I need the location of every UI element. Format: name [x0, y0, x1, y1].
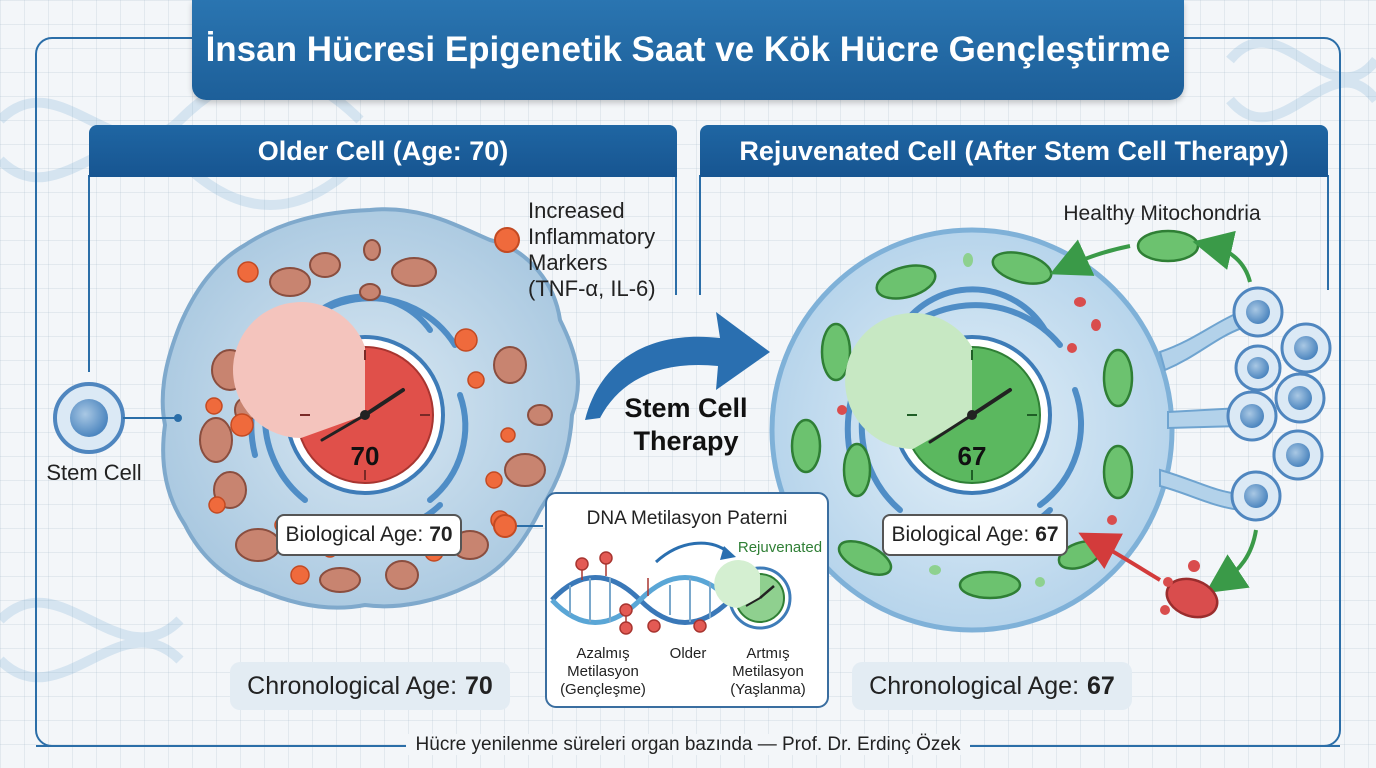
- therapy-arrow: [585, 312, 770, 420]
- older-chronological-age-label: Chronological Age:: [247, 671, 458, 700]
- stem-cell-icon: [53, 382, 182, 454]
- dna-box-title: DNA Metilasyon Paterni: [587, 508, 788, 529]
- rejuvenated-biological-age-value: 67: [1035, 523, 1059, 546]
- dna-methylation-box: [545, 492, 829, 708]
- page-title: İnsan Hücresi Epigenetik Saat ve Kök Hüc…: [192, 0, 1184, 100]
- older-biological-age: Biological Age: 70: [276, 514, 462, 556]
- mini-green-clock: [714, 560, 792, 630]
- dna-right-caption: Artmış Metilasyon (Yaşlanma): [730, 645, 806, 698]
- footer-text: Hücre yenilenme süreleri organ bazında —…: [405, 734, 971, 755]
- rejuvenated-chronological-age: Chronological Age: 67: [852, 662, 1132, 710]
- svg-text:(Yaşlanma): (Yaşlanma): [730, 681, 806, 698]
- therapy-label-line1: Stem Cell: [624, 393, 748, 423]
- rejuvenated-biological-age: Biological Age: 67: [882, 514, 1068, 556]
- dna-helix: [550, 575, 732, 625]
- dna-rungs: [569, 578, 711, 622]
- rejuvenated-cell-header: Rejuvenated Cell (After Stem Cell Therap…: [700, 125, 1328, 177]
- older-biological-age-value: 70: [429, 523, 453, 546]
- panel-outlines: [88, 175, 1329, 372]
- svg-text:Metilasyon: Metilasyon: [732, 663, 804, 680]
- green-particles: [929, 253, 1045, 587]
- svg-text:(Gençleşme): (Gençleşme): [560, 681, 646, 698]
- dna-left-caption: Azalmış Metilasyon (Gençleşme): [560, 645, 646, 698]
- footer-credit: Hücre yenilenme süreleri organ bazında —…: [0, 734, 1376, 756]
- svg-text:Inflammatory: Inflammatory: [528, 224, 655, 249]
- healthy-mitochondria-label: Healthy Mitochondria: [1063, 202, 1261, 225]
- rejuvenated-chronological-age-label: Chronological Age:: [869, 671, 1080, 700]
- dna-rejuvenated-arrow: [654, 541, 729, 564]
- older-chronological-age: Chronological Age: 70: [230, 662, 510, 710]
- svg-text:Azalmış: Azalmış: [576, 645, 629, 662]
- older-clock-value: 70: [351, 441, 380, 471]
- dna-rejuvenated-label: Rejuvenated: [738, 539, 822, 556]
- rejuvenated-clock-value: 67: [958, 441, 987, 471]
- stem-to-damaged-arrow: [1205, 529, 1258, 594]
- stem-cell-cluster: [1226, 286, 1332, 522]
- therapy-label-line2: Therapy: [633, 426, 739, 456]
- mitochondria-arrow-in: [1049, 239, 1131, 276]
- older-biological-age-label: Biological Age:: [285, 523, 424, 546]
- inflammatory-markers-label: Increased Inflammatory Markers (TNF-α, I…: [528, 198, 656, 301]
- dna-middle-caption: Older: [670, 645, 707, 662]
- removed-mitochondrion-icon: [1165, 577, 1219, 619]
- svg-text:Artmış: Artmış: [746, 645, 789, 662]
- stem-to-mito-arrow: [1192, 230, 1252, 283]
- rejuvenated-biological-age-label: Biological Age:: [891, 523, 1030, 546]
- older-chronological-age-value: 70: [465, 671, 493, 700]
- rejuvenated-epigenetic-clock: [845, 313, 1052, 495]
- removed-debris-dots: [1160, 560, 1200, 615]
- older-cell-header: Older Cell (Age: 70): [89, 125, 677, 177]
- therapy-label: Stem Cell Therapy: [606, 392, 766, 458]
- older-epigenetic-clock: [233, 301, 445, 495]
- damaged-out-arrow: [1078, 532, 1162, 582]
- svg-text:Metilasyon: Metilasyon: [567, 663, 639, 680]
- stem-cell-label: Stem Cell: [46, 460, 141, 485]
- healthy-mitochondrion-icon: [1136, 229, 1200, 263]
- svg-text:(TNF-α, IL-6): (TNF-α, IL-6): [528, 276, 656, 301]
- inflammatory-marker-icon: [494, 227, 520, 253]
- svg-text:Increased: Increased: [528, 198, 625, 223]
- methylation-marks: [575, 551, 707, 635]
- svg-text:Markers: Markers: [528, 250, 607, 275]
- rejuvenated-chronological-age-value: 67: [1087, 671, 1115, 700]
